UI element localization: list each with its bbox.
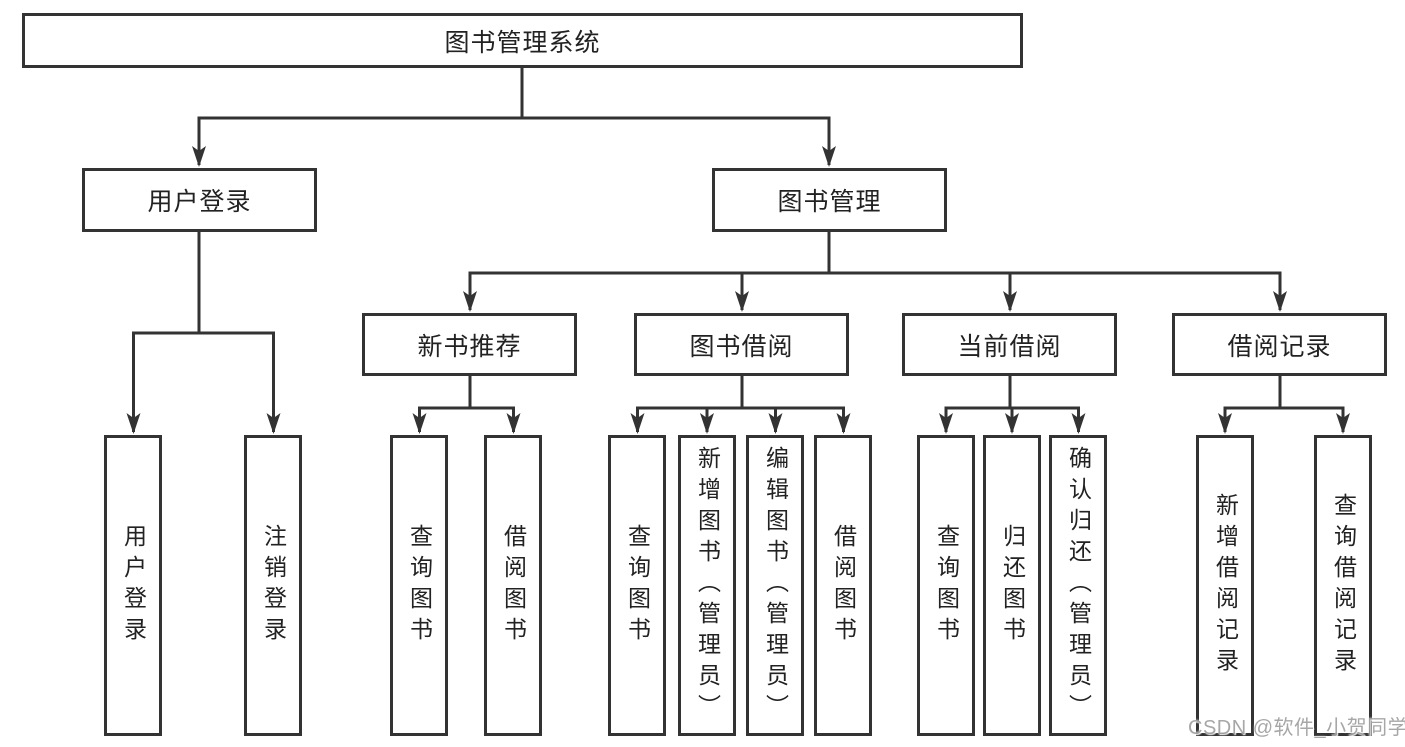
- node-borrowing-records: 借阅记录: [1172, 313, 1387, 376]
- node-book-borrowing: 图书借阅: [634, 313, 849, 376]
- leaf-borrow-books-2: 借阅图书: [814, 435, 872, 736]
- leaf-add-borrow-record: 新增借阅记录: [1196, 435, 1254, 736]
- arrow-down-icons: [126, 146, 1350, 434]
- node-label: 编辑图书（管理员）: [762, 446, 789, 725]
- node-label: 新书推荐: [417, 332, 522, 361]
- node-label: 归还图书: [999, 523, 1026, 648]
- node-book-management: 图书管理: [712, 168, 947, 232]
- node-label: 用户登录: [120, 523, 147, 648]
- node-label: 图书借阅: [689, 332, 794, 361]
- node-current-borrowing: 当前借阅: [902, 313, 1117, 376]
- node-label: 注销登录: [260, 523, 287, 648]
- watermark: CSDN @软件_小贺同学: [1188, 717, 1405, 739]
- node-label: 确认归还（管理员）: [1065, 446, 1092, 725]
- leaf-logout-login: 注销登录: [244, 435, 302, 736]
- node-label: 借阅图书: [830, 523, 857, 648]
- node-label: 借阅记录: [1227, 332, 1332, 361]
- node-label: 图书管理: [777, 188, 882, 216]
- leaf-search-books-2: 查询图书: [608, 435, 666, 736]
- leaf-return-books: 归还图书: [983, 435, 1041, 736]
- node-label: 新增借阅记录: [1212, 492, 1239, 679]
- leaf-confirm-return-admin: 确认归还（管理员）: [1049, 435, 1107, 736]
- leaf-search-books-3: 查询图书: [917, 435, 975, 736]
- leaf-user-login: 用户登录: [104, 435, 162, 736]
- node-library-system: 图书管理系统: [22, 13, 1023, 68]
- node-user-login: 用户登录: [82, 168, 317, 232]
- node-label: 查询图书: [933, 523, 960, 648]
- leaf-add-books-admin: 新增图书（管理员）: [678, 435, 736, 736]
- tree-edges: [132, 68, 1345, 432]
- leaf-borrow-books-1: 借阅图书: [484, 435, 542, 736]
- node-label: 当前借阅: [957, 332, 1062, 361]
- node-label: 查询图书: [406, 523, 433, 648]
- node-label: 借阅图书: [500, 523, 527, 648]
- node-label: 新增图书（管理员）: [694, 446, 721, 725]
- node-label: 用户登录: [147, 188, 252, 216]
- node-new-book-recommend: 新书推荐: [362, 313, 577, 376]
- leaf-edit-books-admin: 编辑图书（管理员）: [746, 435, 804, 736]
- leaf-search-borrow-record: 查询借阅记录: [1314, 435, 1372, 736]
- node-label: 查询图书: [624, 523, 651, 648]
- node-label: 图书管理系统: [444, 28, 601, 57]
- leaf-search-books-1: 查询图书: [390, 435, 448, 736]
- node-label: 查询借阅记录: [1330, 492, 1357, 679]
